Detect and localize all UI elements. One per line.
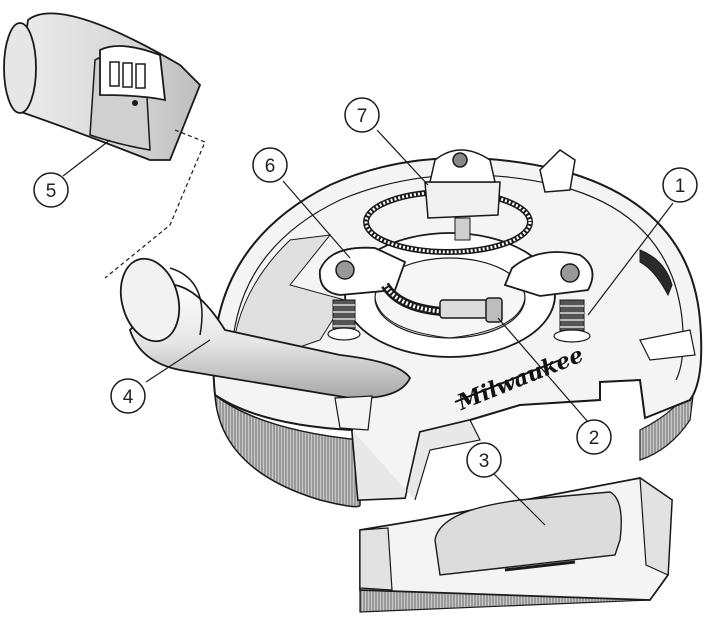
callout-3: 3 bbox=[466, 442, 502, 478]
callout-6: 6 bbox=[252, 147, 288, 183]
callout-2-label: 2 bbox=[589, 428, 600, 449]
callout-7-label: 7 bbox=[357, 106, 368, 127]
guard-bevel bbox=[231, 174, 684, 381]
dust-port-body bbox=[128, 284, 412, 400]
right-bracket-bolt bbox=[560, 263, 580, 283]
collar-bracket-right bbox=[503, 251, 594, 297]
leader-1 bbox=[587, 202, 674, 316]
callout-1: 1 bbox=[662, 167, 698, 203]
leader-7 bbox=[376, 129, 429, 186]
brush-skirt-main bbox=[214, 393, 361, 508]
collar-bracket bbox=[318, 246, 594, 297]
front-cover-right-tab bbox=[639, 476, 673, 576]
guard-front-face bbox=[351, 419, 481, 501]
springs bbox=[327, 299, 591, 343]
callout-5: 5 bbox=[33, 172, 69, 208]
opening-wall bbox=[374, 297, 526, 339]
callout-6-label: 6 bbox=[265, 156, 276, 177]
buckle-slot-2 bbox=[122, 62, 133, 88]
callout-4: 4 bbox=[110, 378, 146, 414]
left-bracket-bolt bbox=[335, 260, 355, 280]
callout-1-label: 1 bbox=[675, 176, 686, 197]
upper-clamp bbox=[363, 149, 533, 255]
clamp-screw bbox=[439, 299, 489, 319]
callout-3-label: 3 bbox=[479, 451, 490, 472]
leader-4 bbox=[145, 339, 211, 383]
hose-adapter bbox=[3, 12, 202, 161]
collar-bracket-left bbox=[318, 246, 407, 296]
buckle-slot-3 bbox=[135, 63, 146, 89]
buckle-slot-1 bbox=[109, 61, 120, 87]
leader-6 bbox=[282, 180, 351, 259]
upper-clamp-bolt bbox=[452, 152, 468, 168]
lower-clamp-band bbox=[381, 282, 503, 323]
spring-right bbox=[553, 299, 591, 343]
upper-clamp-block bbox=[424, 181, 501, 219]
callout-4-label: 4 bbox=[123, 387, 134, 408]
dust-port-mouth bbox=[119, 257, 181, 343]
leader-5 bbox=[62, 139, 111, 177]
guard-right-vent bbox=[639, 249, 673, 297]
front-cover-left-tab bbox=[359, 527, 393, 591]
leader-2 bbox=[497, 317, 589, 423]
hose-adapter-end bbox=[3, 22, 37, 114]
callout-2: 2 bbox=[576, 419, 612, 455]
front-cover-panel bbox=[434, 491, 622, 576]
spring-left bbox=[327, 299, 361, 341]
brand-underline bbox=[454, 359, 561, 403]
dust-port-base bbox=[334, 395, 373, 431]
callout-bubbles: 1 2 3 4 5 6 7 bbox=[33, 97, 698, 478]
callout-leaders bbox=[62, 129, 674, 526]
dust-port-collar bbox=[169, 267, 203, 336]
alignment-guide bbox=[104, 129, 206, 279]
front-cover-handle-slot bbox=[504, 560, 576, 572]
clamp-screw-head bbox=[485, 297, 503, 323]
front-cover bbox=[359, 476, 673, 613]
leader-3 bbox=[491, 471, 546, 526]
guard-right-latch bbox=[639, 329, 696, 361]
upper-clamp-spring bbox=[454, 217, 471, 241]
buckle-pin bbox=[132, 100, 138, 106]
guard-rear-fin bbox=[539, 149, 576, 193]
callout-7: 7 bbox=[344, 97, 380, 133]
dust-port bbox=[119, 257, 412, 431]
callout-5-label: 5 bbox=[46, 181, 57, 202]
